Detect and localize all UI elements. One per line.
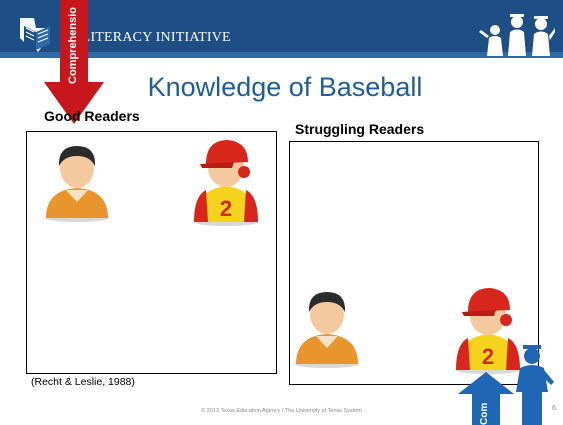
copyright-footer: © 2013 Texas Education Agency / The Univ… [201, 408, 362, 414]
struggling-readers-box [289, 141, 539, 385]
banner-title: S LITERACY INITIATIVE [70, 30, 231, 45]
child-silhouette-icon [516, 345, 554, 425]
baseball-player-icon: 2 [194, 140, 258, 226]
texas-book-logo-icon [20, 18, 50, 52]
baseball-player-icon: 2 [456, 288, 520, 374]
good-readers-heading: Good Readers [44, 108, 140, 124]
comprehension-up-arrow-icon [458, 372, 514, 425]
banner-accent-stripe [0, 52, 563, 58]
student-avatar-icon [45, 146, 109, 222]
struggling-readers-heading: Struggling Readers [295, 121, 425, 137]
comprehension-down-label: Comprehensio [67, 6, 79, 84]
citation: (Recht & Leslie, 1988) [31, 376, 135, 388]
slide-number: 6 [552, 405, 556, 412]
header-banner [0, 0, 563, 58]
student-avatar-icon [295, 292, 359, 368]
good-readers-box [26, 131, 277, 374]
struggling-player-jersey-number: 2 [482, 344, 494, 369]
good-player-jersey-number: 2 [220, 196, 232, 221]
graduates-silhouette-icon [479, 14, 555, 56]
slide-title: Knowledge of Baseball [147, 72, 423, 102]
comprehension-down-arrow-icon [44, 0, 104, 124]
